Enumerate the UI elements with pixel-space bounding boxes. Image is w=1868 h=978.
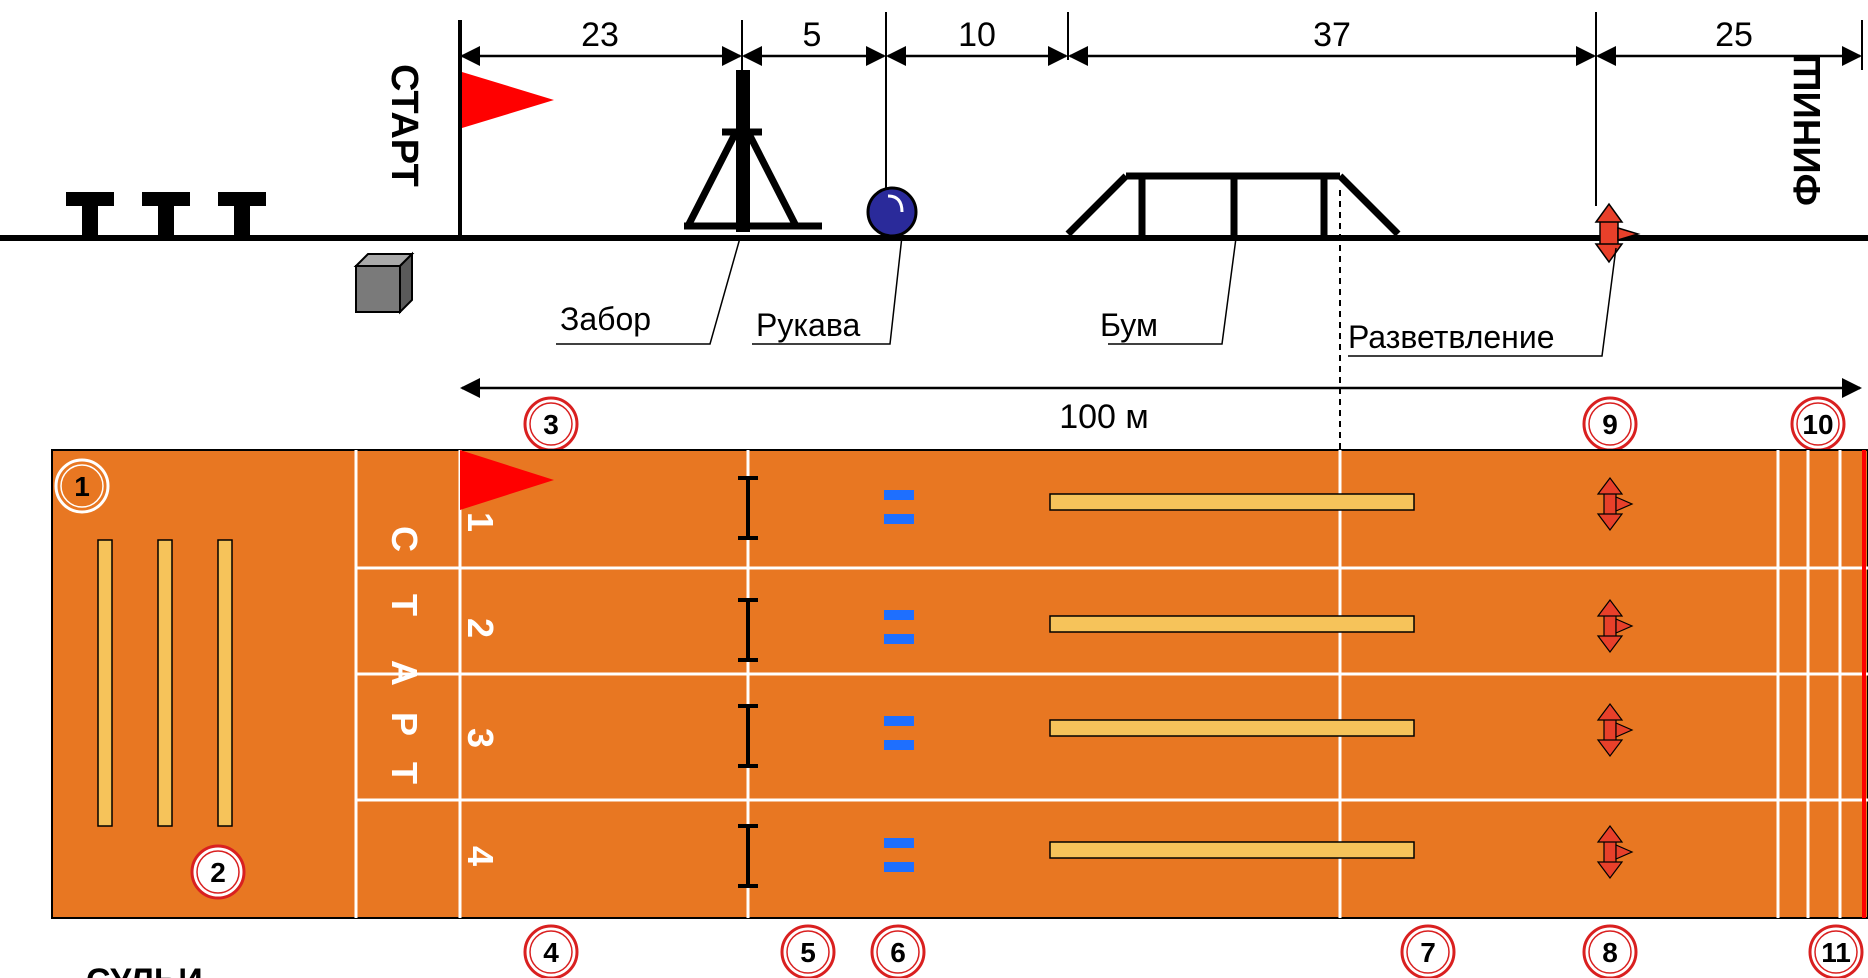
sulky-label: СУЛЬИ (86, 962, 203, 978)
stump-icon (142, 192, 190, 238)
svg-text:7: 7 (1420, 937, 1436, 968)
lane-number: 3 (460, 728, 501, 748)
equipment-box-icon (353, 251, 415, 315)
stump-icon (218, 192, 266, 238)
start-letter: Р (384, 712, 425, 736)
stump-icon (66, 192, 114, 238)
branch-icon (1594, 202, 1641, 264)
svg-text:6: 6 (890, 937, 906, 968)
finish-title: ФИНИШ (1787, 53, 1829, 206)
track-field (51, 449, 1868, 919)
hose-reel-icon (866, 186, 918, 238)
marker-badge: 3 (523, 396, 579, 452)
start-letter: Т (384, 762, 425, 784)
marker-badge: 7 (1400, 924, 1456, 978)
fence-icon (684, 72, 822, 230)
boom-label: Бум (1100, 307, 1158, 343)
svg-text:2: 2 (210, 857, 226, 888)
distance-label: 25 (1715, 16, 1753, 54)
branch-label: Разветвление (1348, 319, 1555, 355)
marker-badge: 4 (523, 924, 579, 978)
hoses-label: Рукава (756, 307, 860, 343)
start-letter: Т (384, 594, 425, 616)
lane-number: 4 (460, 846, 501, 866)
total-distance-label: 100 м (1059, 398, 1149, 436)
marker-badge: 11 (1808, 924, 1864, 978)
svg-text:11: 11 (1821, 937, 1851, 968)
svg-text:9: 9 (1602, 409, 1618, 440)
marker-badge: 5 (780, 924, 836, 978)
boom-icon (1065, 172, 1401, 237)
marker-badge: 9 (1582, 396, 1638, 452)
svg-text:8: 8 (1602, 937, 1618, 968)
callout-lines (556, 235, 1617, 357)
svg-text:5: 5 (800, 937, 816, 968)
start-letter: С (384, 526, 425, 552)
fence-plan-icon (738, 476, 758, 888)
marker-badge: 8 (1582, 924, 1638, 978)
lane-lines (356, 566, 1868, 802)
marker-badge: 10 (1790, 396, 1846, 452)
hose-block-icon (884, 490, 914, 872)
marker-badge: 2 (190, 844, 246, 900)
fence-label: Забор (560, 301, 651, 337)
distance-label: 37 (1313, 16, 1351, 54)
svg-text:10: 10 (1802, 409, 1833, 440)
branch-plan-icon (1596, 477, 1634, 879)
boom-plank (1049, 493, 1415, 859)
distance-label: 5 (803, 16, 822, 54)
sulky-plank (97, 539, 233, 827)
start-flag-icon (460, 450, 554, 510)
marker-badge: 1 (54, 458, 110, 514)
marker-badge: 6 (870, 924, 926, 978)
svg-text:3: 3 (543, 409, 559, 440)
distance-label: 23 (581, 16, 619, 54)
distance-label: 10 (958, 16, 996, 54)
lane-number: 2 (460, 618, 501, 638)
svg-text:4: 4 (543, 937, 559, 968)
start-letter: А (384, 660, 425, 686)
start-title: СТАРТ (383, 64, 425, 187)
svg-text:1: 1 (74, 471, 90, 502)
start-flag-icon (462, 72, 554, 128)
lane-number: 1 (460, 512, 501, 532)
